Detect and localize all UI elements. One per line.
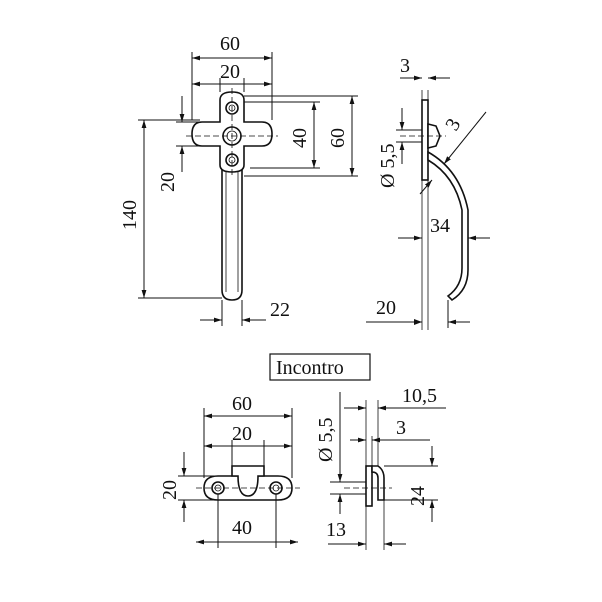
dim-handle-inner-20: 20 <box>220 61 240 83</box>
incontro-side-shape <box>371 465 385 501</box>
dim-handle-left-20: 20 <box>157 172 179 192</box>
dim-side-top-3: 3 <box>400 55 410 77</box>
incontro-label: Incontro <box>269 353 371 381</box>
dim-handle-length-140: 140 <box>119 200 141 230</box>
dim-side-hole: Ø 5,5 <box>377 144 399 188</box>
incontro-front-view: 60 20 20 40 <box>159 393 300 548</box>
dim-incontro-height-24: 24 <box>407 486 429 506</box>
handle-side-view: 3 Ø 5,5 3 34 20 <box>366 55 490 330</box>
dim-handle-height-40: 40 <box>289 128 311 148</box>
dim-incontro-width-60: 60 <box>232 393 252 415</box>
dim-side-offset-34: 34 <box>430 215 450 237</box>
side-base-plate <box>421 99 429 181</box>
dim-incontro-holes-40: 40 <box>232 517 252 539</box>
dim-incontro-bottom-13: 13 <box>326 519 346 541</box>
handle-lever-shape <box>221 164 243 301</box>
dim-handle-bottom-22: 22 <box>270 299 290 321</box>
dim-side-angle-3: 3 <box>441 115 465 135</box>
incontro-title: Incontro <box>276 357 344 379</box>
dim-side-bottom-20: 20 <box>376 297 396 319</box>
side-lever-shape <box>427 150 469 302</box>
dim-incontro-thickness-3: 3 <box>396 417 406 439</box>
dim-incontro-hole: Ø 5,5 <box>315 418 337 462</box>
incontro-side-view: 10,5 3 Ø 5,5 24 13 <box>315 385 446 550</box>
dim-handle-height-60: 60 <box>327 128 349 148</box>
handle-front-view: 60 20 40 60 20 140 22 <box>119 33 358 326</box>
dim-incontro-width-20: 20 <box>232 423 252 445</box>
dim-incontro-top-10-5: 10,5 <box>402 385 437 407</box>
dim-incontro-height-20: 20 <box>159 480 181 500</box>
dim-handle-width-60: 60 <box>220 33 240 55</box>
